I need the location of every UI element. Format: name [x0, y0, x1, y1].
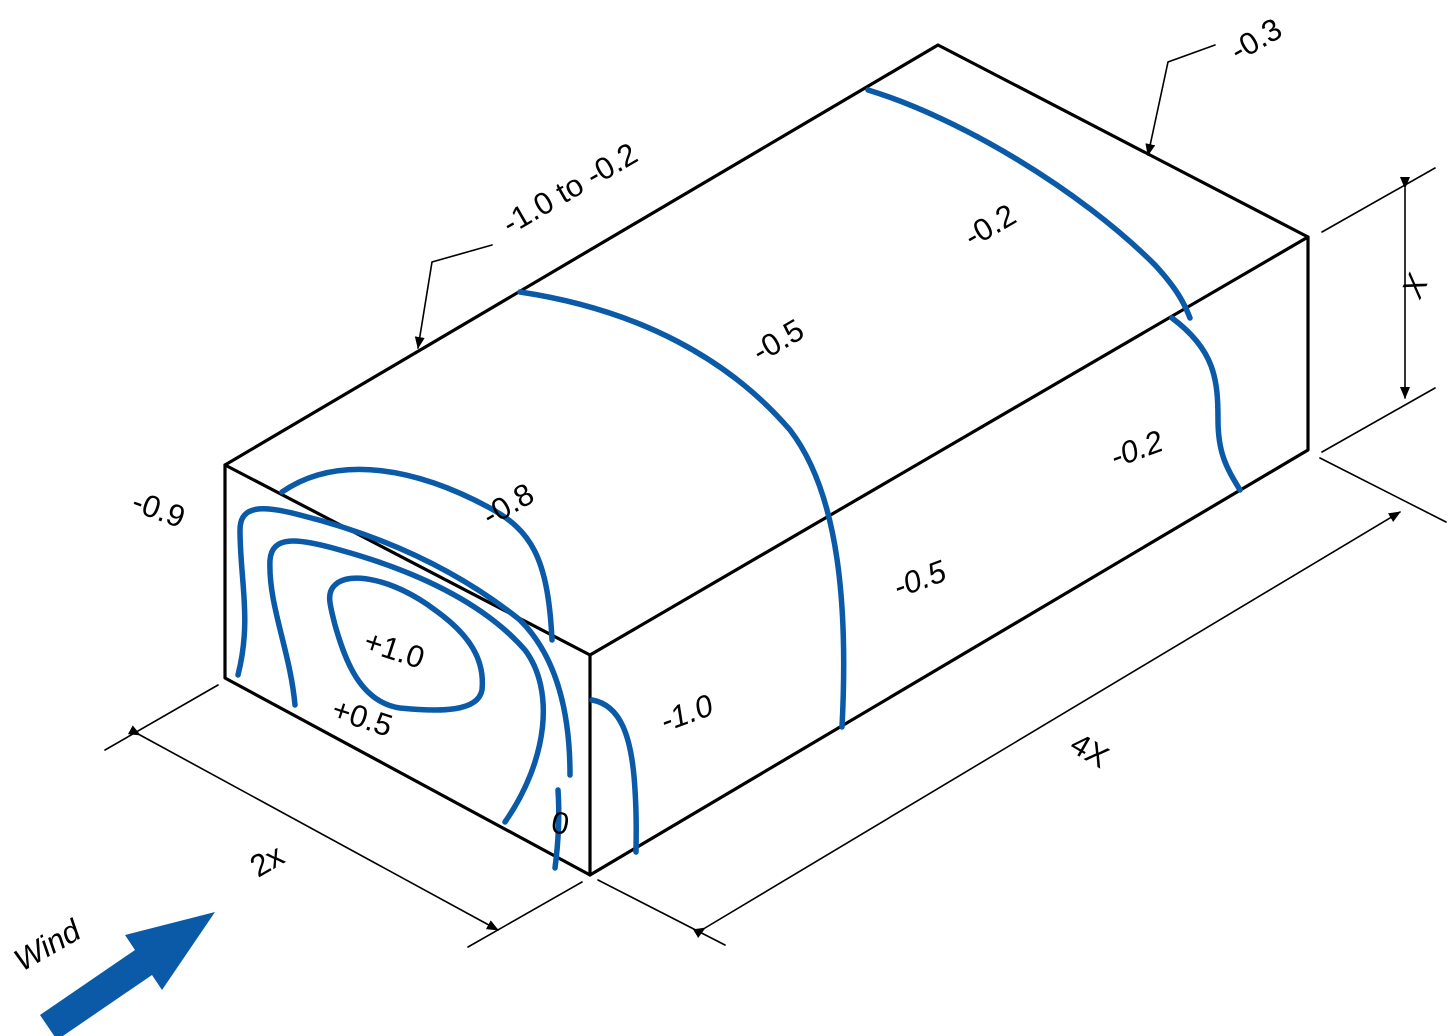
label-far-edge: -0.3	[1224, 11, 1288, 68]
side-face-outline	[588, 235, 1310, 877]
contour-face-mid	[267, 538, 547, 825]
label-windward-corner: -0.9	[128, 484, 190, 535]
ext-line-width-left	[104, 684, 219, 751]
ext-line-height-bottom	[1321, 387, 1436, 453]
contour-roof-front	[279, 466, 555, 643]
label-side-back: -0.2	[1105, 423, 1167, 474]
ext-line-height-top	[1321, 167, 1436, 233]
label-roof-range: -1.0 to -0.2	[496, 136, 643, 241]
label-roof-mid: -0.5	[746, 312, 810, 369]
contour-face-outer	[235, 506, 573, 778]
contour-side-back	[1169, 315, 1243, 493]
ext-line-length-front	[597, 879, 726, 946]
ext-line-width-right	[467, 881, 583, 948]
contour-side-front	[589, 697, 639, 855]
contour-face-edge	[552, 787, 562, 871]
contour-roof-mid	[517, 289, 847, 730]
label-windward-ring: +0.5	[328, 691, 397, 743]
label-side-front: -1.0	[655, 687, 717, 738]
label-length: 4X	[1065, 726, 1116, 775]
label-width: 2x	[244, 837, 290, 884]
pressure-contours	[235, 87, 1243, 871]
leader-far-edge	[1145, 44, 1216, 156]
dim-line-width	[127, 725, 499, 931]
label-windward-center: +1.0	[360, 623, 429, 675]
dim-line-length	[692, 511, 1401, 938]
leader-roof-range	[414, 244, 493, 349]
label-windward-edge: 0	[549, 804, 572, 841]
leader-lines	[414, 44, 1216, 349]
contour-face-inner	[326, 575, 486, 713]
dimension-lines	[104, 167, 1447, 948]
label-roof-back: -0.2	[958, 197, 1022, 254]
label-height: X	[1394, 268, 1435, 304]
contour-roof-back	[865, 87, 1193, 321]
label-roof-front: -0.8	[476, 476, 540, 533]
wind-label: Wind	[8, 912, 88, 978]
ext-line-length-back	[1319, 457, 1447, 523]
label-side-mid: -0.5	[888, 553, 951, 604]
wind-arrow-icon	[40, 912, 215, 1036]
wind-arrow: Wind	[8, 912, 215, 1036]
